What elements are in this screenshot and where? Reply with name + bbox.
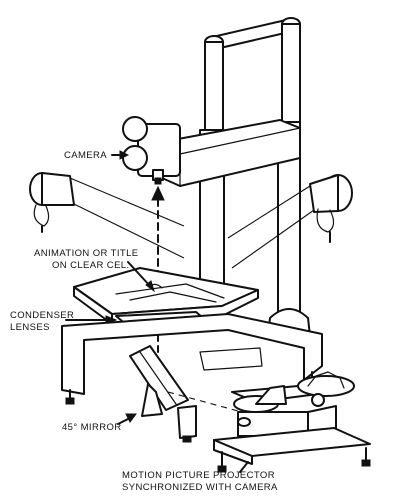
right-spotlight bbox=[227, 174, 353, 269]
mirror-label: 45° MIRROR bbox=[62, 422, 122, 433]
condenser-label-line2: LENSES bbox=[10, 322, 50, 333]
projector bbox=[231, 371, 355, 437]
stand-top-frame bbox=[204, 17, 301, 133]
cel-label-group: ANIMATION OR TITLE ON CLEAR CEL. bbox=[34, 248, 155, 293]
projector-label-group: MOTION PICTURE PROJECTOR SYNCHRONIZED WI… bbox=[122, 461, 278, 493]
mirror-45 bbox=[129, 345, 243, 417]
projector-stand bbox=[213, 427, 371, 473]
projector-label-line1: MOTION PICTURE PROJECTOR bbox=[122, 470, 275, 481]
foot-post bbox=[177, 405, 197, 443]
cel-label-line2: ON CLEAR CEL. bbox=[52, 260, 130, 271]
projector-label-line2: SYNCHRONIZED WITH CAMERA bbox=[122, 482, 278, 493]
camera-label-group: CAMERA bbox=[64, 150, 130, 161]
condenser-label-line1: CONDENSER bbox=[10, 310, 74, 321]
left-spotlight bbox=[29, 172, 185, 259]
camera-label: CAMERA bbox=[64, 150, 107, 161]
mirror-label-group: 45° MIRROR bbox=[62, 413, 137, 433]
camera-body bbox=[122, 116, 181, 185]
cel-label-line1: ANIMATION OR TITLE bbox=[34, 248, 139, 259]
